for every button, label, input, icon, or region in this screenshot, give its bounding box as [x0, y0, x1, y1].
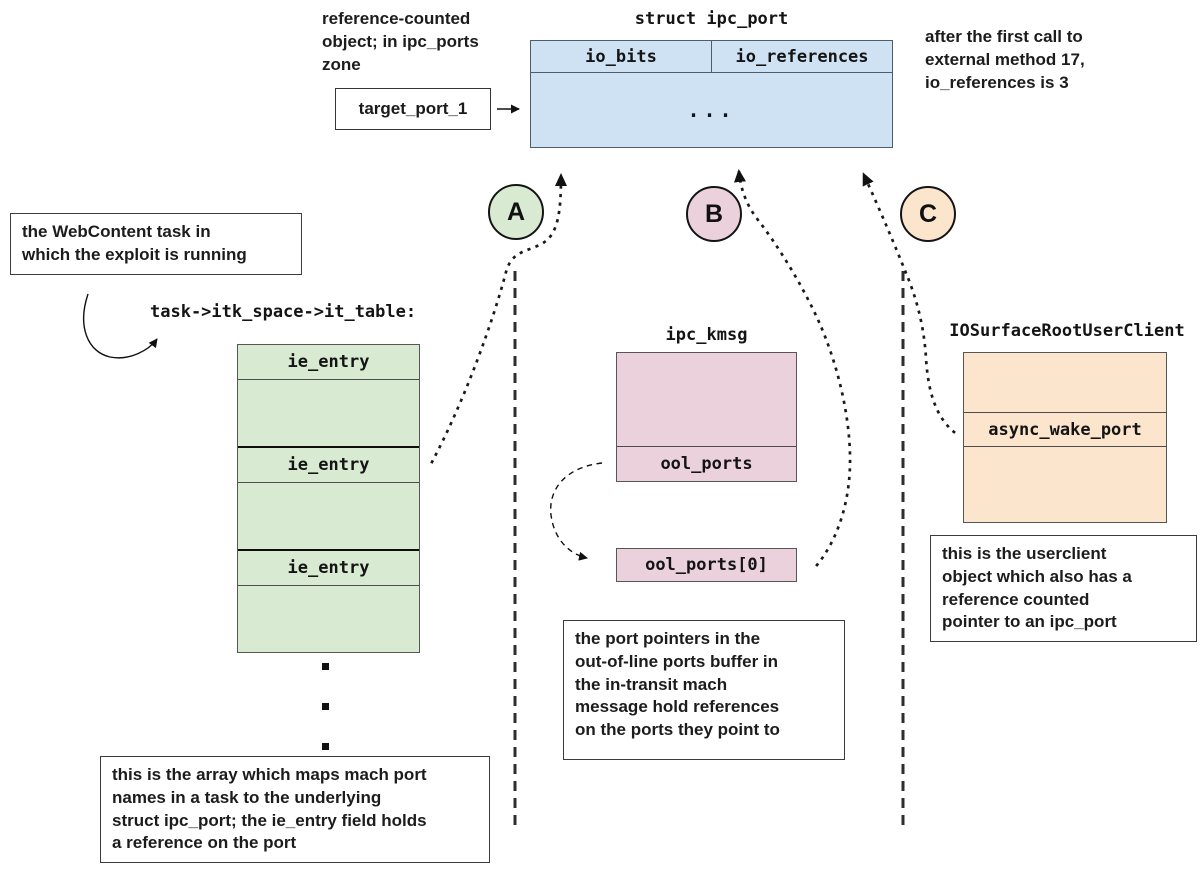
refcount-zone-note: reference-counted object; in ipc_ports z…	[322, 9, 479, 74]
target-port-label-box: target_port_1	[335, 88, 491, 130]
userclient-spacer-cell	[964, 353, 1166, 413]
webcontent-note: the WebContent task in which the exploit…	[10, 213, 302, 275]
spacer-row	[238, 483, 419, 551]
badge-c: C	[900, 186, 956, 242]
async-wake-port-cell: async_wake_port	[964, 413, 1166, 447]
iosurface-title: IOSurfaceRootUserClient	[949, 321, 1185, 341]
method17-note: after the first call to external method …	[925, 27, 1085, 92]
it-table: ie_entry ie_entry ie_entry	[237, 344, 420, 653]
badge-b: B	[686, 186, 742, 242]
webcontent-curve-arrow	[83, 293, 158, 359]
ie-table-note: this is the array which maps mach port n…	[100, 756, 490, 864]
spacer-row	[238, 586, 419, 654]
ellipsis-dot	[322, 703, 329, 710]
spacer-row	[238, 380, 419, 448]
ipc-kmsg-struct: ool_ports	[616, 352, 797, 482]
ie-entry-row: ie_entry	[238, 448, 419, 483]
ipc-kmsg-title: ipc_kmsg	[665, 325, 748, 345]
ellipsis-dot	[322, 663, 329, 670]
io-bits-cell: io_bits	[531, 41, 712, 72]
ool-ports-cell: ool_ports	[660, 454, 753, 474]
badge-a: A	[488, 184, 544, 240]
io-references-cell: io_references	[735, 46, 869, 67]
ipc-port-header-row: io_bits io_references	[531, 41, 892, 73]
ie-entry-row: ie_entry	[238, 551, 419, 586]
ellipsis-dot	[322, 743, 329, 750]
more-entries-ellipsis	[322, 663, 332, 750]
ool-ports-element-box: ool_ports[0]	[616, 548, 797, 582]
ipc-port-body-ellipsis: ...	[687, 97, 736, 122]
struct-ipc-port-title: struct ipc_port	[634, 9, 789, 29]
userclient-struct: async_wake_port	[963, 352, 1167, 523]
it-table-title: task->itk_space->it_table:	[150, 302, 417, 322]
userclient-note: this is the userclient object which also…	[930, 535, 1197, 643]
ool-ports-note: the port pointers in the out-of-line por…	[563, 620, 845, 760]
kmsg-spacer-cell	[617, 353, 796, 447]
ool-deref-dashed-arrow	[550, 462, 603, 561]
ie-entry-row: ie_entry	[238, 345, 419, 380]
ipc-port-struct: io_bits io_references ...	[530, 40, 893, 148]
